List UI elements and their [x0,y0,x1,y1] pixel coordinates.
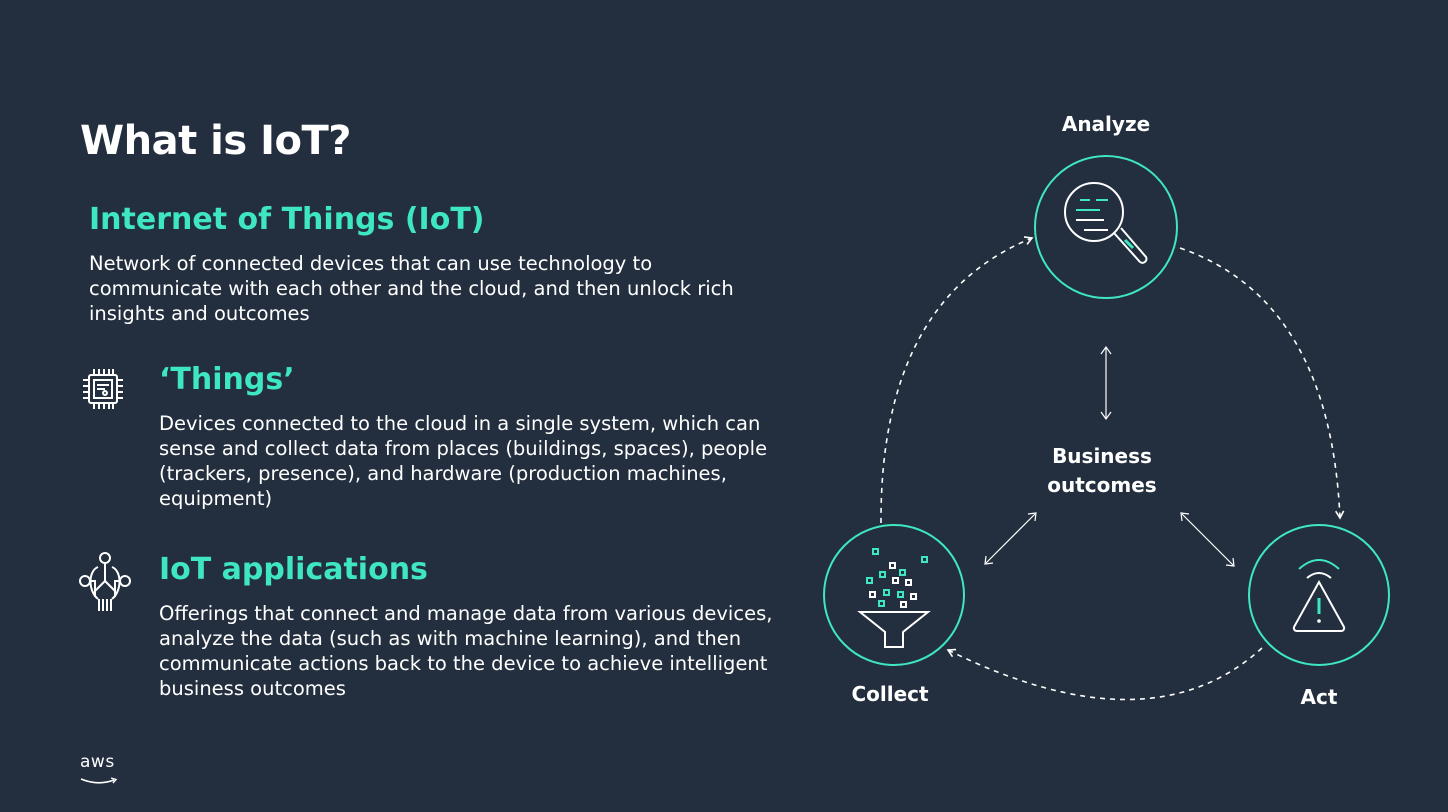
magnifier-icon [1064,182,1148,264]
act-to-collect-arrow [946,647,1263,701]
collect-center-arrow [984,512,1037,565]
things-heading: ‘Things’ [159,362,295,397]
iot-applications-heading: IoT applications [159,552,428,587]
analyze-node-circle [1034,155,1178,299]
aws-logo-text: aws [80,752,115,772]
aws-logo: aws [80,752,120,791]
iot-heading: Internet of Things (IoT) [89,202,485,237]
act-center-arrow [1180,512,1235,567]
circuit-brain-icon [78,551,132,619]
things-description: Devices connected to the cloud in a sing… [159,412,768,510]
analyze-center-arrow [1100,345,1112,421]
aws-smile-icon [80,777,118,784]
collect-node-circle [823,524,965,666]
business-outcomes-line2: outcomes [1047,473,1157,497]
act-node-circle [1248,524,1390,666]
act-label: Act [1300,685,1338,709]
warning-signal-icon [1292,559,1346,632]
business-outcomes-line1: Business [1052,444,1152,468]
analyze-to-act-arrow [1179,247,1345,520]
analyze-label: Analyze [1061,112,1151,136]
iot-applications-description: Offerings that connect and manage data f… [159,602,773,700]
chip-icon [80,366,126,416]
funnel-icon [857,548,931,648]
slide-title: What is IoT? [80,118,351,164]
business-outcomes-label: Business outcomes [1012,442,1192,500]
iot-description: Network of connected devices that can us… [89,252,734,325]
collect-to-analyze-arrow [880,236,1034,524]
collect-label: Collect [851,682,929,706]
